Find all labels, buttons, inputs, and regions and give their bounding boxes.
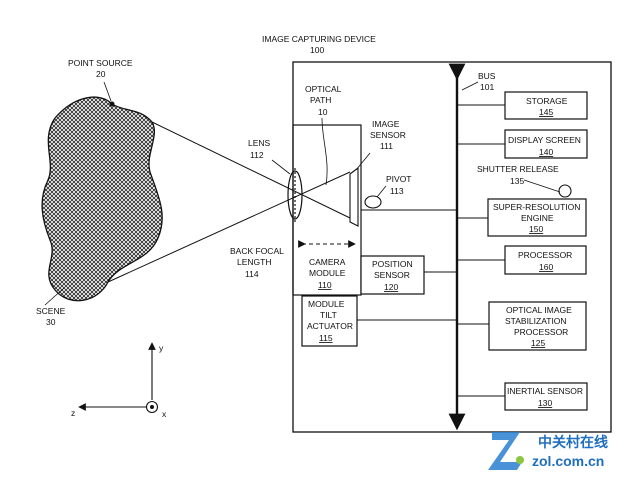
image-sensor-shape xyxy=(349,166,359,227)
optical-path-ref: 10 xyxy=(318,107,328,117)
position-sensor-box xyxy=(360,255,425,295)
lens-ref: 112 xyxy=(250,150,264,160)
camera-module-line1: CAMERA xyxy=(309,257,346,267)
processor-ref: 160 xyxy=(539,262,553,272)
x-axis-label: x xyxy=(162,409,167,419)
super-res-box xyxy=(487,198,587,237)
back-focal-line1: BACK FOCAL xyxy=(230,246,284,256)
tilt-actuator-ref: 115 xyxy=(319,333,333,343)
display-box xyxy=(504,129,588,159)
device-title: IMAGE CAPTURING DEVICE xyxy=(262,34,376,44)
lens-label: LENS xyxy=(248,138,271,148)
pivot-ref: 113 xyxy=(390,186,404,196)
watermark-cn: 中关村在线 xyxy=(538,434,608,450)
pivot-label: PIVOT xyxy=(386,174,412,184)
scene-shape xyxy=(41,96,163,302)
camera-module-line2: MODULE xyxy=(309,268,346,278)
ois-line2: STABILIZATION xyxy=(505,316,567,326)
ray-upper xyxy=(151,121,351,219)
super-res-line2: ENGINE xyxy=(521,213,554,223)
display-ref: 140 xyxy=(539,147,553,157)
super-res-ref: 150 xyxy=(529,224,543,234)
camera-module-ref: 110 xyxy=(318,280,332,290)
image-sensor-line2: SENSOR xyxy=(370,130,406,140)
position-sensor-ref: 120 xyxy=(384,282,398,292)
ois-ref: 125 xyxy=(531,338,545,348)
watermark: 中关村在线 zol.com.cn xyxy=(488,432,608,470)
processor-box xyxy=(504,245,587,275)
device-ref: 100 xyxy=(310,45,324,55)
point-source-ref: 20 xyxy=(96,69,106,79)
optical-path-line2: PATH xyxy=(310,95,331,105)
point-source-label: POINT SOURCE xyxy=(68,58,133,68)
tilt-actuator-line3: ACTUATOR xyxy=(307,321,353,331)
shutter-ref: 135 xyxy=(510,176,524,186)
bus-label: BUS xyxy=(478,71,496,81)
y-axis-label: y xyxy=(159,343,164,353)
pivot-shape xyxy=(364,195,382,209)
inertial-label: INERTIAL SENSOR xyxy=(507,386,583,396)
processor-label: PROCESSOR xyxy=(518,250,572,260)
position-sensor-line1: POSITION xyxy=(372,259,413,269)
image-sensor-line1: IMAGE xyxy=(372,119,400,129)
lens-shape xyxy=(287,170,303,220)
back-focal-line2: LENGTH xyxy=(237,257,271,267)
ois-line3: PROCESSOR xyxy=(514,327,568,337)
optical-path-line1: OPTICAL xyxy=(305,84,342,94)
watermark-en: zol.com.cn xyxy=(532,453,604,469)
scene-ref: 30 xyxy=(46,317,56,327)
shutter-button xyxy=(558,184,572,198)
image-sensor-ref: 111 xyxy=(380,141,393,151)
super-res-line1: SUPER-RESOLUTION xyxy=(493,202,580,212)
display-label: DISPLAY SCREEN xyxy=(508,135,581,145)
tilt-actuator-line1: MODULE xyxy=(308,299,345,309)
back-focal-ref: 114 xyxy=(245,269,259,279)
storage-box xyxy=(504,91,588,120)
ois-line1: OPTICAL IMAGE xyxy=(506,305,572,315)
inertial-box xyxy=(504,382,588,411)
scene-label: SCENE xyxy=(36,306,66,316)
point-source-dot xyxy=(109,101,115,107)
storage-label: STORAGE xyxy=(526,96,568,106)
inertial-ref: 130 xyxy=(538,398,552,408)
ray-lower xyxy=(107,171,351,283)
watermark-logo-icon xyxy=(488,432,522,470)
shutter-label: SHUTTER RELEASE xyxy=(477,164,559,174)
tilt-actuator-box xyxy=(301,295,358,347)
z-axis-label: z xyxy=(71,408,75,418)
ois-box xyxy=(488,301,587,351)
position-sensor-line2: SENSOR xyxy=(374,270,410,280)
tilt-actuator-line2: TILT xyxy=(320,310,337,320)
storage-ref: 145 xyxy=(539,107,553,117)
shutter-lead xyxy=(523,179,561,193)
bus-ref: 101 xyxy=(480,82,494,92)
